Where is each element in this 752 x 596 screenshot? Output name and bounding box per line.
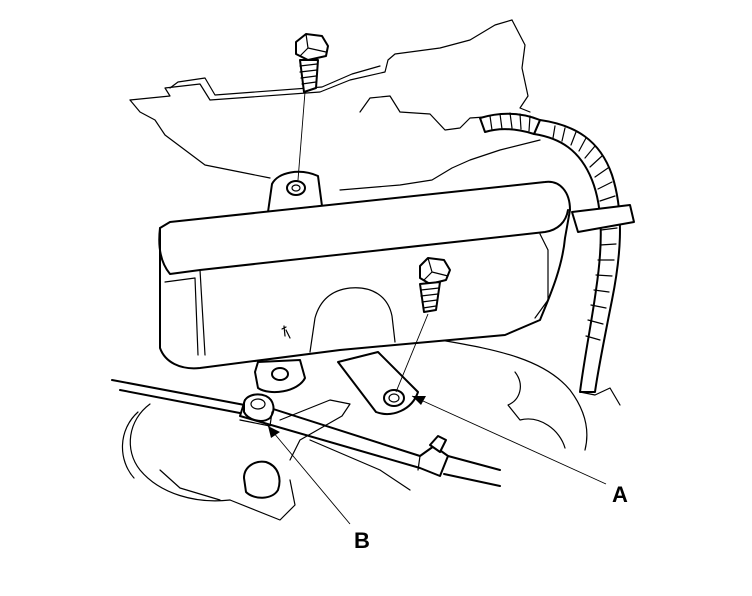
callout-label-b: B — [354, 528, 370, 553]
upper-bolt — [295, 33, 329, 181]
callout-leader-b — [267, 425, 351, 525]
mounting-bosses — [267, 170, 323, 213]
callout-label-a: A — [612, 482, 628, 507]
lower-engine-outline — [439, 339, 621, 451]
callout-leader-a — [411, 395, 607, 485]
module-housing — [158, 180, 571, 370]
engine-block-outline — [129, 19, 541, 191]
lower-left-outline — [121, 399, 411, 521]
wiring-harness — [479, 112, 635, 393]
lower-mounting-tabs — [254, 351, 419, 415]
middle-bolt — [395, 257, 451, 393]
rod-bracket-assembly — [111, 379, 501, 487]
